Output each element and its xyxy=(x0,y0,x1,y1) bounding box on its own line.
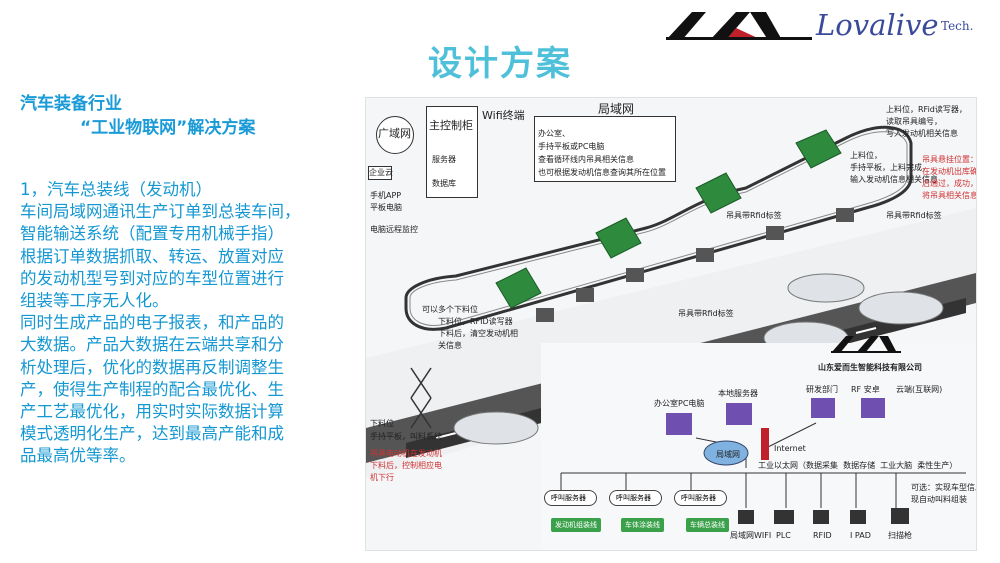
rf-office-label: RF 安卓 xyxy=(851,385,880,394)
body-line: 析处理后，优化的数据再反制调整生 xyxy=(20,357,284,377)
lan-line: 办公室、 xyxy=(538,129,570,138)
office-pc-label: 办公室PC电脑 xyxy=(654,399,705,408)
body-line: 智能输送系统（配置专用机械手指） xyxy=(20,224,284,244)
call-server-tag: 呼叫服务器 xyxy=(609,490,662,506)
load-station-line: 写入发动机相关信息 xyxy=(886,129,958,138)
server-label: 服务器 xyxy=(432,155,456,164)
unload-note-line: 可以多个下料位 xyxy=(422,305,478,314)
load-station-line: 上料位，RFid读写器， xyxy=(886,105,967,114)
wan-label: 广域网 xyxy=(378,127,411,140)
body-line: 的发动机型号到对应的车型位置进行 xyxy=(20,268,284,288)
lift-note-line: 下料后，控制相应电 xyxy=(370,461,442,470)
body-line: 车间局域网通讯生产订单到总装车间， xyxy=(20,202,301,222)
unload-note-line: 关信息 xyxy=(438,341,462,350)
factory-diagram: 广域网 主控制柜 服务器 数据库 Wifi终端 局域网 办公室、 手持平板或PC… xyxy=(365,97,977,551)
lan-box-label: 局域网 xyxy=(716,450,740,459)
company-name: 山东爱而生智能科技有限公司 xyxy=(818,363,922,372)
body-line: 组装等工序无人化。 xyxy=(20,291,169,311)
paint-line-tag: 车体涂装线 xyxy=(621,518,664,532)
body-line: 1，汽车总装线（发动机） xyxy=(20,180,212,199)
option-note-line: 可选：实现车型信息、实 xyxy=(911,483,976,492)
lan-line: 也可根据发动机信息查询其所在位置 xyxy=(538,168,666,177)
hanger-note-line: 后通过，成功， xyxy=(922,179,977,188)
brand-suffix: Tech. xyxy=(941,19,974,33)
hanger-note-line: 吊具悬挂位置：可 xyxy=(922,155,976,164)
lan-line: 查看循环线内吊具相关信息 xyxy=(538,155,634,164)
load-station2-line: 上料位， xyxy=(850,151,882,160)
lift-note-line: 吊具电动机在发动机 xyxy=(370,449,442,458)
tablet-label: 平板电脑 xyxy=(370,203,402,212)
wifi-label: Wifi终端 xyxy=(482,109,525,122)
device-label: I PAD xyxy=(850,531,871,540)
hanger-note-line: 在发动机出库确认 xyxy=(922,167,976,176)
device-label: 局域网WIFI xyxy=(730,531,772,540)
cloud-backup-label: 云端(互联网) xyxy=(896,385,943,394)
device-label: 扫描枪 xyxy=(888,531,912,540)
lan-box xyxy=(534,116,676,182)
body-line: 同时生成产品的电子报表，和产品的 xyxy=(20,313,284,333)
heading-industry: 汽车装备行业 xyxy=(20,94,122,114)
page-title: 设计方案 xyxy=(428,44,572,84)
enterprise-cloud-label: 企业云 xyxy=(369,168,393,177)
lan-title: 局域网 xyxy=(598,102,635,116)
hanger-tag-label: 吊具带Rfid标签 xyxy=(886,211,942,220)
internet-label: Internet xyxy=(774,444,806,453)
heading-solution: “工业物联网”解决方案 xyxy=(80,118,256,138)
company-logo: Lovalive Tech. xyxy=(666,6,996,42)
bus-line-label: 工业以太网（数据采集 数据存储 工业大脑 柔性生产） xyxy=(758,461,958,470)
enterprise-cloud-box xyxy=(368,166,392,180)
diagram-drawing xyxy=(366,125,976,550)
option-note-line: 现自动叫料组装 xyxy=(911,495,967,504)
body-paragraph: 1，汽车总装线（发动机） 车间局域网通讯生产订单到总装车间， 智能输送系统（配置… xyxy=(20,179,350,468)
database-label: 数据库 xyxy=(432,179,456,188)
unload2-line: 手持平板，叫料系统 xyxy=(370,432,442,441)
remote-monitor-label: 电脑远程监控 xyxy=(370,225,418,234)
brand-name: Lovalive xyxy=(816,8,939,42)
unload2-line: 下料位 xyxy=(370,419,394,428)
phone-app-label: 手机APP xyxy=(370,191,402,200)
lan-line: 手持平板或PC电脑 xyxy=(538,142,605,151)
device-label: RFID xyxy=(813,531,832,540)
load-station2-line: 手持平板，上料完成， xyxy=(850,163,930,172)
lift-note-line: 机下行 xyxy=(370,473,394,482)
main-cabinet-label: 主控制柜 xyxy=(429,119,473,132)
unload-note-line: 下料位，RFID读写器 xyxy=(438,317,513,326)
hanger-tag-label: 吊具带Rfid标签 xyxy=(678,309,734,318)
call-server-tag: 呼叫服务器 xyxy=(674,490,727,506)
body-line: 产工艺最优化，用实时实际数据计算 xyxy=(20,402,284,422)
local-server-label: 本地服务器 xyxy=(718,389,758,398)
wan-circle xyxy=(376,116,414,154)
load-station2-line: 输入发动机信息相关信息 xyxy=(850,175,938,184)
body-line: 大数据。产品大数据在云端共享和分 xyxy=(20,335,284,355)
body-line: 品最高优等率。 xyxy=(20,446,136,466)
engine-line-tag: 发动机组装线 xyxy=(551,518,601,532)
assembly-line-tag: 车辆总装线 xyxy=(686,518,729,532)
hanger-tag-label: 吊具带Rfid标签 xyxy=(726,211,782,220)
unload-note-line: 下料后，清空发动机相 xyxy=(438,329,518,338)
logo-mark-icon xyxy=(666,12,812,40)
body-line: 模式透明化生产，达到最高产能和成 xyxy=(20,424,284,444)
body-line: 产，使得生产制程的配合最优化、生 xyxy=(20,379,284,399)
rd-office-label: 研发部门 xyxy=(806,385,838,394)
main-cabinet-box xyxy=(426,106,478,198)
device-label: PLC xyxy=(776,531,791,540)
hanger-note-line: 将吊具相关信息 xyxy=(922,191,977,200)
call-server-tag: 呼叫服务器 xyxy=(544,490,597,506)
load-station-line: 读取吊具编号， xyxy=(886,117,942,126)
body-line: 根据订单数据抓取、转运、放置对应 xyxy=(20,246,284,266)
